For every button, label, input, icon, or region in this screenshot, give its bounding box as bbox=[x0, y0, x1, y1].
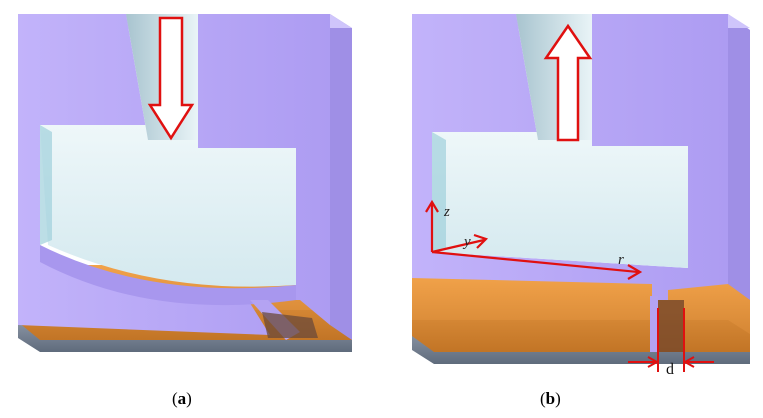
body-side-b bbox=[728, 14, 750, 300]
cavity-wall-a bbox=[40, 125, 52, 245]
cavity-wall-b bbox=[432, 132, 446, 252]
axis-z-arrowhead bbox=[425, 199, 439, 213]
axis-r-arrowhead bbox=[627, 264, 643, 280]
label-b-open: ( bbox=[540, 389, 546, 408]
axis-y-label: y bbox=[462, 234, 471, 250]
axes-b bbox=[425, 199, 643, 280]
flow-arrow-a bbox=[147, 16, 195, 141]
body-side-a bbox=[330, 14, 352, 340]
label-b-letter: b bbox=[545, 389, 556, 408]
dimension-d bbox=[628, 308, 714, 372]
label-b-close: ) bbox=[555, 389, 561, 408]
body-front-a bbox=[18, 14, 330, 335]
panel-label-a: (a) bbox=[172, 388, 192, 410]
dimension-label: d bbox=[666, 361, 674, 378]
liquid-layer-b bbox=[412, 276, 750, 352]
dim-right-arrowhead bbox=[682, 356, 695, 368]
label-a-letter: a bbox=[177, 389, 187, 408]
outlet-jet-a bbox=[262, 312, 318, 338]
cavity-b bbox=[432, 132, 688, 268]
panel-b: z y r d bbox=[412, 14, 750, 378]
axis-z-label: z bbox=[443, 204, 450, 220]
membrane-a bbox=[40, 245, 296, 306]
axis-y-arrowhead bbox=[473, 233, 489, 249]
axis-y-line bbox=[431, 238, 485, 254]
label-a-close: ) bbox=[186, 389, 192, 408]
panel-a bbox=[18, 14, 352, 352]
body-front-b bbox=[412, 14, 728, 300]
panel-label-b: (b) bbox=[540, 388, 561, 410]
cavity-a bbox=[40, 125, 296, 287]
label-a-open: ( bbox=[172, 389, 178, 408]
dim-left-arrowhead bbox=[647, 356, 660, 368]
axis-r-label: r bbox=[618, 252, 624, 268]
axis-r-line bbox=[431, 250, 639, 274]
nozzle-wall-b bbox=[650, 296, 658, 352]
flow-arrow-b bbox=[543, 23, 593, 142]
